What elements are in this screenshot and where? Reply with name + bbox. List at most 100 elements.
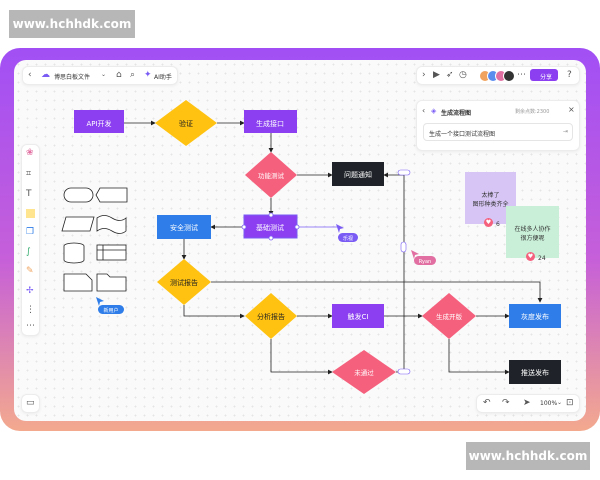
node-issue-notify[interactable] (332, 162, 384, 186)
top-left-toolbar: ‹ ☁ 博思白板文件 ⌄ ⌂ ⌕ ✦ AI助手 (22, 66, 178, 85)
cursor-label: 乐视 (343, 235, 353, 242)
reaction-heart-icon: ♥ (526, 252, 535, 261)
chevron-down-icon[interactable]: ⌄ (101, 71, 107, 78)
watermark-top: www.hchhdk.com (9, 10, 135, 38)
more-icon[interactable]: ⋯ (517, 70, 526, 80)
mindmap-icon[interactable]: ✢ (26, 286, 34, 296)
ai-flowchart-panel: ‹ ◈ 生成流程图 剩余点数:2300 × 生成一个接口测试流程图 ⇥ (416, 100, 580, 151)
connector-handle[interactable] (400, 241, 407, 253)
node-push-release[interactable] (509, 360, 561, 384)
whiteboard-app: ‹ ☁ 博思白板文件 ⌄ ⌂ ⌕ ✦ AI助手 › ▶ ➶ ◷ ⋯ 分享 ? ‹… (14, 60, 586, 421)
prompt-input[interactable] (423, 123, 573, 141)
label-analysis-report: 分析报告 (257, 312, 285, 321)
help-icon[interactable]: ? (567, 70, 572, 80)
node-func-test[interactable] (245, 152, 297, 198)
connector-handle[interactable] (397, 368, 411, 375)
label-test-report: 测试报告 (170, 278, 198, 287)
cursor-label: Ryan (419, 259, 431, 265)
undo-icon[interactable]: ↶ (483, 398, 491, 408)
template-icon[interactable]: ⋮ (26, 305, 35, 315)
node-analysis-report[interactable] (245, 293, 297, 339)
file-title[interactable]: 博思白板文件 (54, 74, 91, 81)
cursor-label: 新用户 (103, 307, 118, 314)
share-label: 分享 (540, 74, 553, 81)
label-verify: 验证 (179, 119, 193, 128)
cursor-icon[interactable]: ➶ (446, 70, 454, 80)
cursor-c3: 新用户 (96, 297, 124, 314)
bottom-right-toolbar: ↶ ↷ ➤ 100% ⌄ ⊡ (476, 394, 580, 413)
palette-icon[interactable]: ❀ (26, 148, 34, 158)
connector-icon[interactable]: ∫ (26, 247, 31, 257)
label-trigger-ci: 触发CI (348, 312, 369, 321)
connector-handle[interactable] (397, 169, 411, 176)
sticky-text: 图形种类齐全 (472, 201, 509, 208)
selection-handle[interactable] (268, 212, 274, 218)
search-icon[interactable]: ⌕ (130, 70, 136, 80)
label-not-pass: 未通过 (354, 368, 374, 377)
reaction-count: 6 (496, 221, 500, 228)
timer-icon[interactable]: ◷ (459, 70, 467, 80)
tag-icon[interactable]: ⌂ (116, 70, 122, 80)
sticky-text: 很方便呢 (520, 235, 545, 242)
shape-icon[interactable]: ❐ (26, 227, 35, 237)
label-api-dev: API开发 (86, 119, 111, 128)
redo-icon[interactable]: ↷ (502, 398, 510, 408)
watermark-bottom: www.hchhdk.com (466, 442, 590, 470)
ai-panel-title: 生成流程图 (441, 110, 472, 117)
minimap-icon: ▭ (26, 398, 35, 408)
node-gen-api[interactable] (244, 110, 297, 133)
label-security-test: 安全测试 (170, 223, 198, 232)
label-basic-test: 基础测试 (256, 223, 284, 232)
close-icon[interactable]: × (568, 105, 575, 114)
top-right-toolbar: › ▶ ➶ ◷ ⋯ 分享 ? (416, 66, 580, 85)
prompt-text: 生成一个接口测试流程图 (429, 131, 496, 138)
fit-screen-icon[interactable]: ⊡ (566, 398, 574, 408)
frame-icon[interactable]: ⌗ (26, 169, 32, 179)
pointer-icon[interactable]: ➤ (523, 398, 531, 408)
sticky-note[interactable]: 在线多人协作 很方便呢 (506, 206, 559, 258)
text-icon[interactable]: T (26, 189, 32, 199)
reaction-count: 24 (538, 255, 546, 262)
cloud-icon: ☁ (41, 70, 50, 80)
avatar[interactable] (503, 70, 515, 82)
cursor-c1: 乐视 (336, 224, 358, 242)
cursor-c2: Ryan (411, 250, 436, 265)
chevron-left-icon[interactable]: ‹ (422, 106, 426, 115)
zoom-level[interactable]: 100% (540, 400, 558, 407)
share-button[interactable] (530, 69, 558, 81)
reaction-heart-icon: ♥ (484, 218, 493, 227)
play-icon[interactable]: ▶ (433, 70, 440, 80)
flowchart-canvas: API开发 验证 生成接口 功能测试 问题通知 安全测试 基础测试 测试报告 分… (61, 100, 561, 394)
label-push-release: 推送发布 (521, 368, 549, 377)
label-gen-release: 生成开版 (436, 312, 463, 321)
node-api-dev[interactable] (74, 110, 124, 133)
sticky-text: 在线多人协作 (514, 226, 551, 233)
label-gray-release: 灰度发布 (521, 312, 549, 321)
minimap-button[interactable]: ▭ (21, 394, 40, 413)
left-toolbar: ❀ ⌗ T ❐ ∫ ✎ ✢ ⋮ ⋯ (21, 144, 40, 336)
node-trigger-ci[interactable] (332, 304, 384, 328)
node-security-test[interactable] (157, 215, 211, 239)
chevron-down-icon[interactable]: ⌄ (557, 399, 563, 406)
more-tools-icon[interactable]: ⋯ (26, 321, 35, 331)
sticky-note-icon[interactable] (26, 209, 35, 218)
send-icon[interactable]: ⇥ (563, 128, 569, 135)
label-func-test: 功能测试 (258, 171, 285, 180)
node-gray-release[interactable] (509, 304, 561, 328)
connectors (124, 120, 543, 375)
ai-assistant-label[interactable]: AI助手 (154, 74, 172, 81)
sticky-text: 太棒了 (481, 192, 500, 199)
pen-icon[interactable]: ✎ (26, 266, 34, 276)
node-not-pass[interactable] (332, 350, 396, 394)
selection-handle[interactable] (268, 235, 274, 241)
chevron-right-icon[interactable]: › (422, 70, 426, 80)
label-gen-api: 生成接口 (256, 119, 284, 128)
selection-handle[interactable] (241, 224, 247, 230)
node-test-report[interactable] (157, 259, 211, 305)
back-arrow-icon[interactable]: ‹ (28, 70, 32, 80)
flowchart-icon: ◈ (431, 107, 437, 115)
selection-handle[interactable] (294, 224, 300, 230)
node-gen-release[interactable] (422, 293, 476, 339)
node-verify[interactable] (155, 100, 217, 146)
shape-library[interactable] (61, 187, 128, 292)
